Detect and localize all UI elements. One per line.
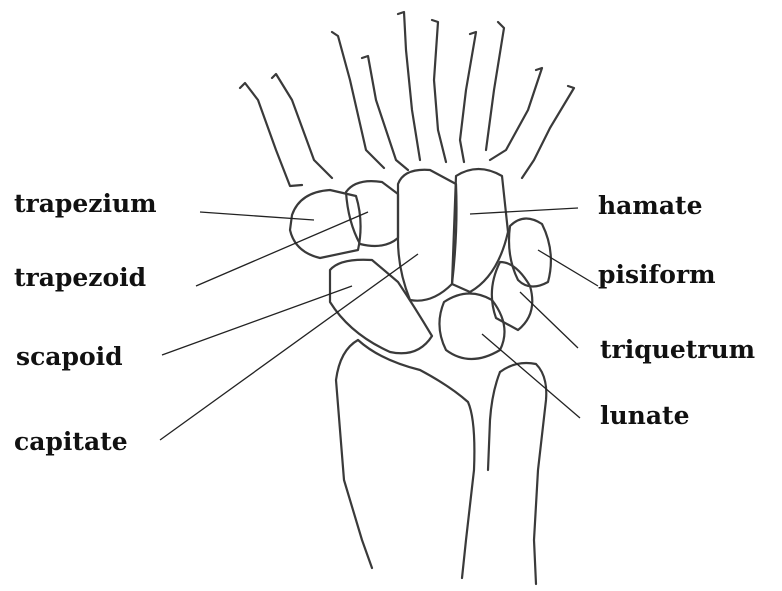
leader-lunate xyxy=(482,334,580,418)
carpals xyxy=(290,169,551,359)
forearm-bones xyxy=(336,340,546,584)
leader-scapoid xyxy=(162,286,352,355)
leader-lines xyxy=(160,208,598,440)
label-trapezoid: trapezoid xyxy=(14,263,146,292)
leader-hamate xyxy=(470,208,578,214)
label-lunate: lunate xyxy=(600,401,690,430)
trapezium-bone xyxy=(290,190,361,258)
label-pisiform: pisiform xyxy=(598,260,716,289)
capitate-bone xyxy=(398,170,457,301)
leader-triquetrum xyxy=(520,292,578,348)
metacarpals xyxy=(240,12,574,186)
label-scapoid: scapoid xyxy=(16,342,123,371)
label-hamate: hamate xyxy=(598,191,702,220)
label-triquetrum: triquetrum xyxy=(600,335,755,364)
label-trapezium: trapezium xyxy=(14,189,157,218)
trapezoid-bone xyxy=(346,181,398,246)
radius-bone xyxy=(336,340,372,568)
leader-pisiform xyxy=(538,250,598,286)
leader-trapezoid xyxy=(196,212,368,286)
ulna-bone xyxy=(500,363,546,584)
hamate-bone xyxy=(452,169,508,292)
labels: trapezium trapezoid scapoid capitate ham… xyxy=(14,189,755,456)
leader-trapezium xyxy=(200,212,314,220)
triquetrum-bone xyxy=(492,262,532,330)
lunate-bone xyxy=(439,293,504,359)
label-capitate: capitate xyxy=(14,427,128,456)
pisiform-bone xyxy=(509,218,551,286)
